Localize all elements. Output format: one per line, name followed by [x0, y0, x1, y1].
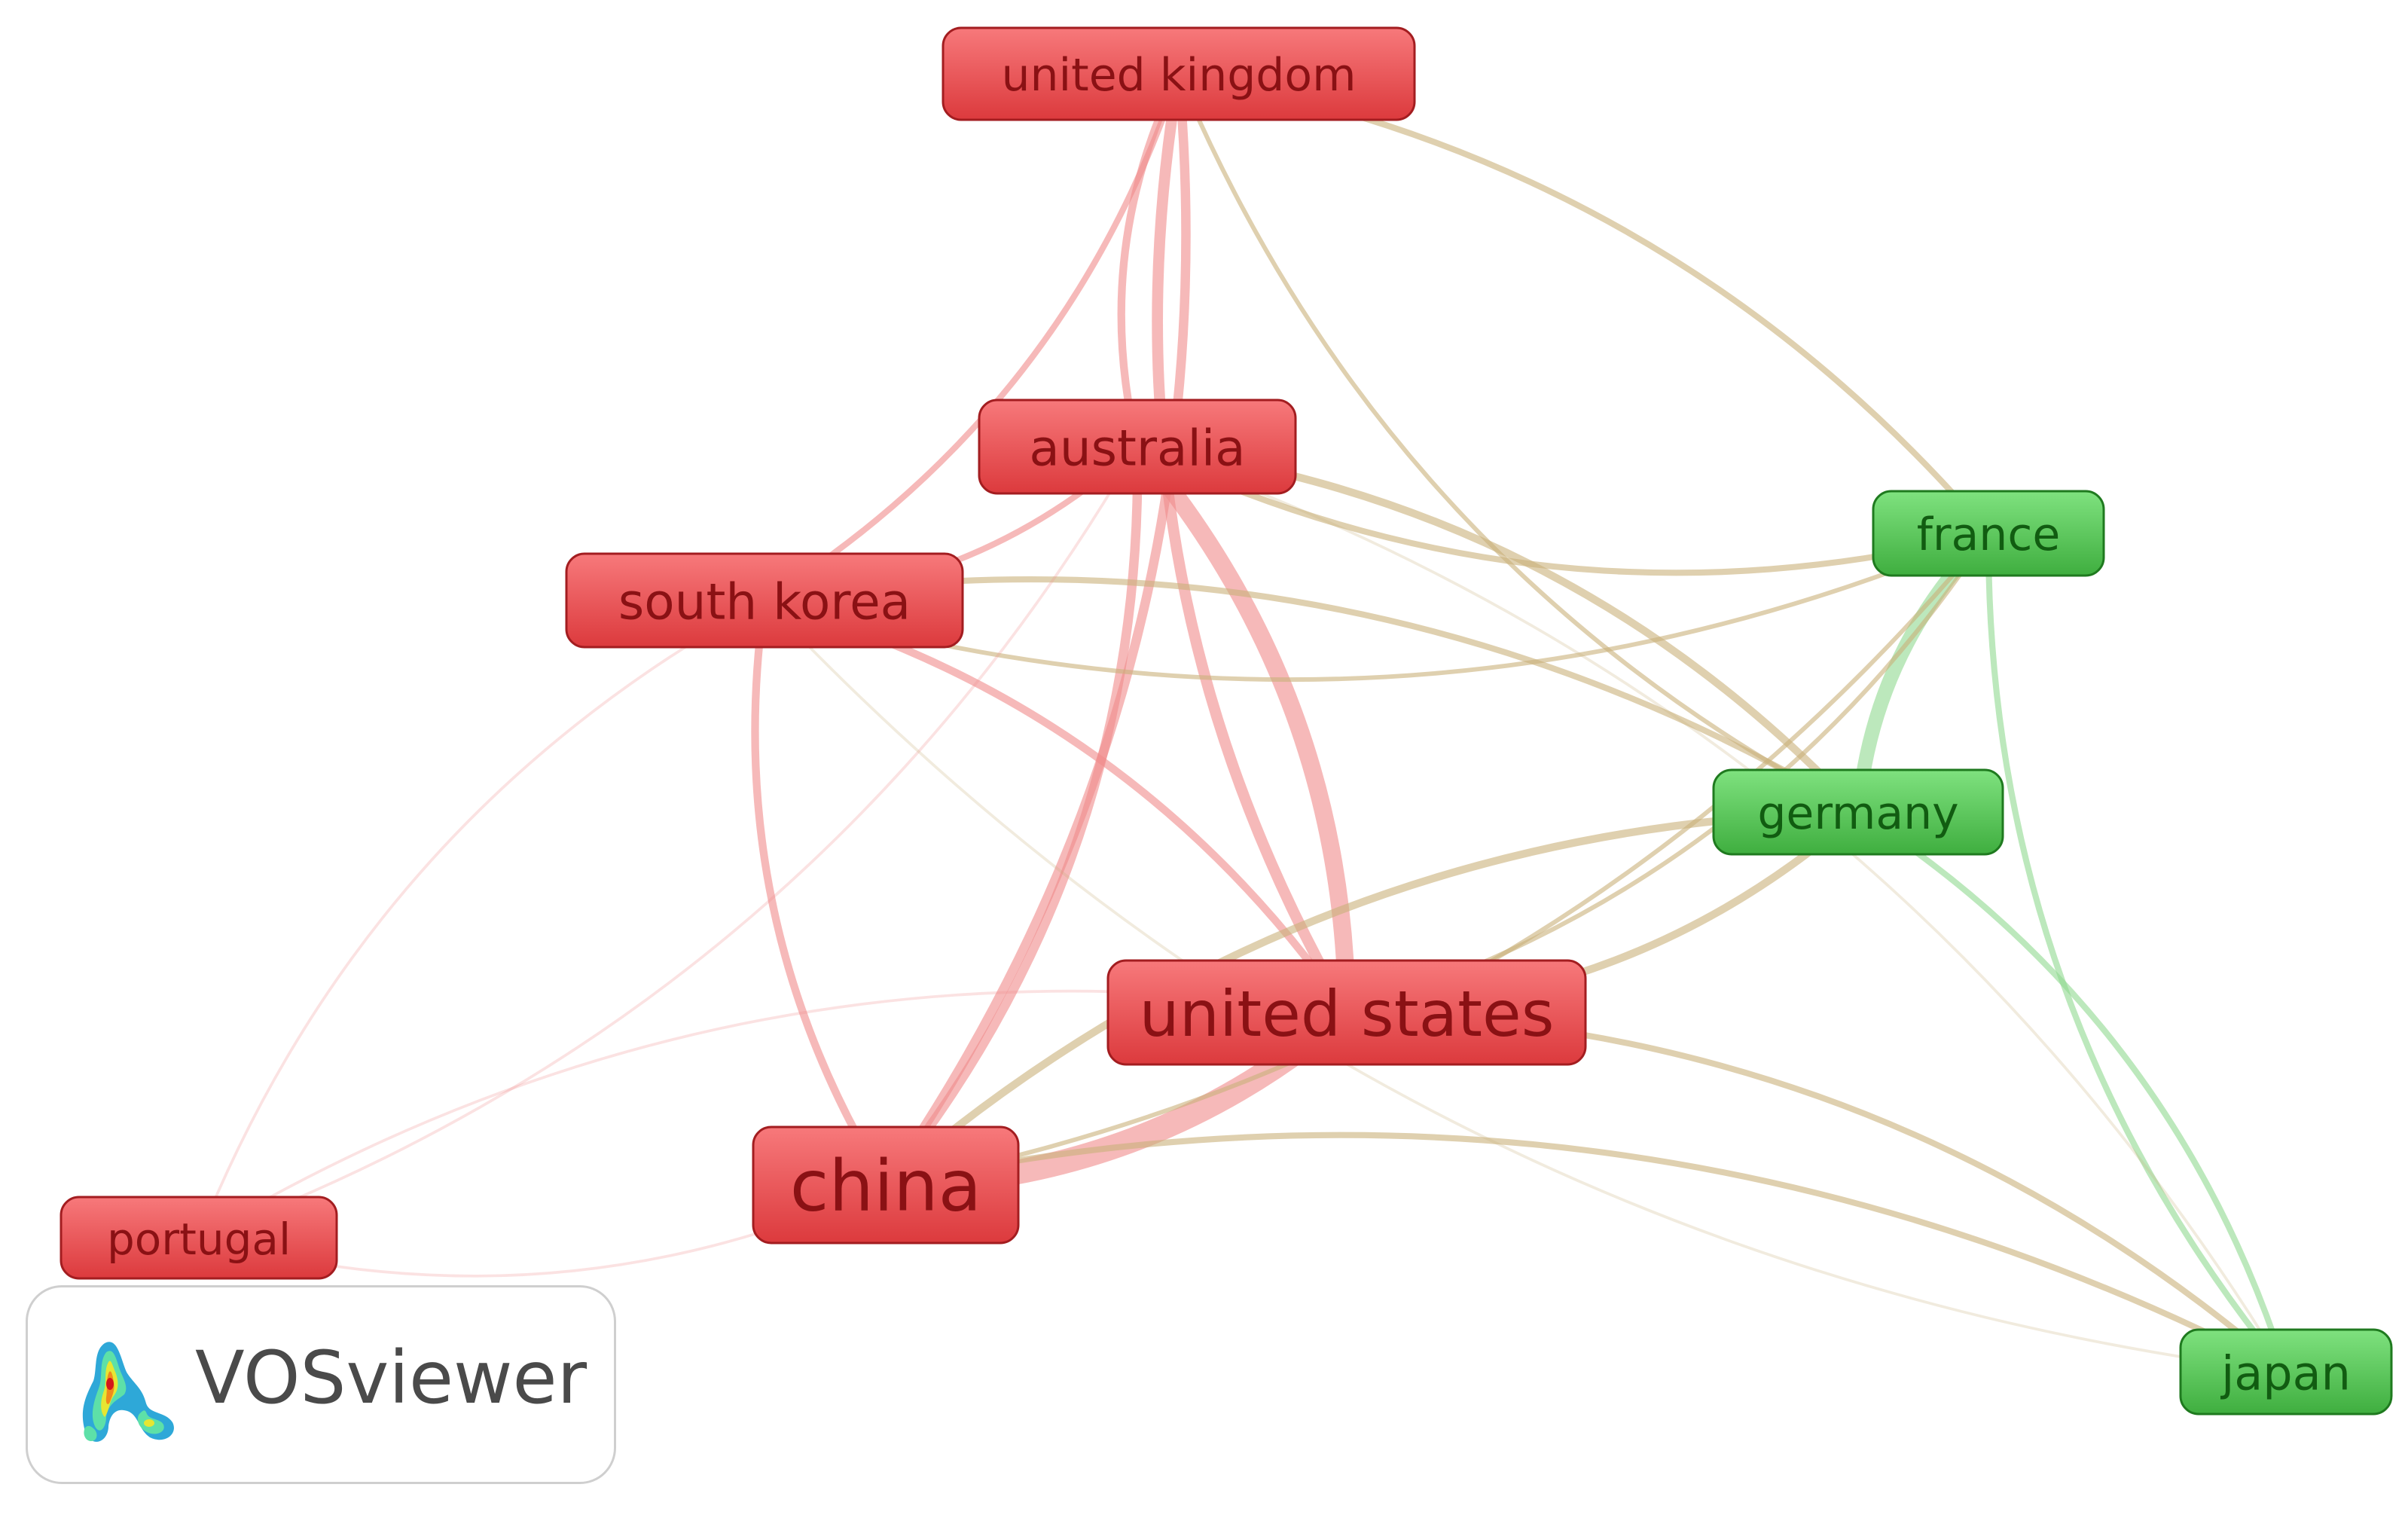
node-south-korea[interactable]: south korea — [565, 552, 964, 649]
link-united-kingdom-united-states — [1152, 68, 1353, 1019]
link-portugal-south-korea — [197, 599, 766, 1239]
link-australia-china — [880, 441, 1143, 1190]
link-china-japan — [882, 1132, 2290, 1376]
link-united-kingdom-australia — [1117, 69, 1183, 451]
node-box-china — [752, 1125, 1020, 1245]
link-united-kingdom-china — [880, 69, 1191, 1190]
link-australia-germany — [1133, 442, 1863, 817]
node-box-france — [1872, 490, 2105, 577]
node-box-japan — [2179, 1328, 2393, 1416]
node-portugal[interactable]: portugal — [60, 1196, 338, 1280]
node-box-germany — [1712, 768, 2004, 856]
link-south-korea-japan — [763, 599, 2287, 1373]
link-france-japan — [1985, 530, 2290, 1376]
node-united-kingdom[interactable]: united kingdom — [942, 26, 1416, 121]
node-australia[interactable]: australia — [978, 399, 1297, 495]
node-label-japan: japan — [2220, 1346, 2351, 1401]
link-australia-united-states — [1128, 438, 1356, 1022]
node-japan[interactable]: japan — [2179, 1328, 2393, 1416]
nodes-layer: united kingdom australia south korea united… — [60, 26, 2393, 1416]
link-australia-france — [1134, 443, 1992, 576]
link-germany-japan — [1854, 808, 2290, 1376]
node-label-united-states: united states — [1139, 977, 1554, 1051]
node-box-portugal — [60, 1196, 338, 1280]
node-germany[interactable]: germany — [1712, 768, 2004, 856]
node-box-south-korea — [565, 552, 964, 649]
node-box-united-states — [1106, 959, 1587, 1066]
vosviewer-logo-text: VOSviewer — [195, 1336, 588, 1420]
vosviewer-logo: VOSviewer — [26, 1285, 616, 1484]
node-united-states[interactable]: united states — [1106, 959, 1587, 1066]
node-label-portugal: portugal — [107, 1214, 291, 1265]
node-box-united-kingdom — [942, 26, 1416, 121]
vosviewer-density-icon — [82, 1342, 174, 1442]
node-china[interactable]: china — [752, 1125, 1020, 1245]
links-layer — [197, 68, 2290, 1376]
node-france[interactable]: france — [1872, 490, 2105, 577]
node-label-germany: germany — [1757, 787, 1958, 840]
node-label-france: france — [1917, 509, 2061, 561]
link-united-kingdom-south-korea — [761, 70, 1183, 604]
node-box-australia — [978, 399, 1297, 495]
link-portugal-australia — [197, 445, 1139, 1239]
node-label-south-korea: south korea — [618, 573, 911, 631]
link-south-korea-china — [751, 596, 890, 1190]
node-label-australia: australia — [1029, 420, 1245, 478]
node-label-united-kingdom: united kingdom — [1001, 49, 1356, 102]
link-united-kingdom-germany — [1177, 72, 1860, 814]
node-label-china: china — [790, 1146, 982, 1228]
